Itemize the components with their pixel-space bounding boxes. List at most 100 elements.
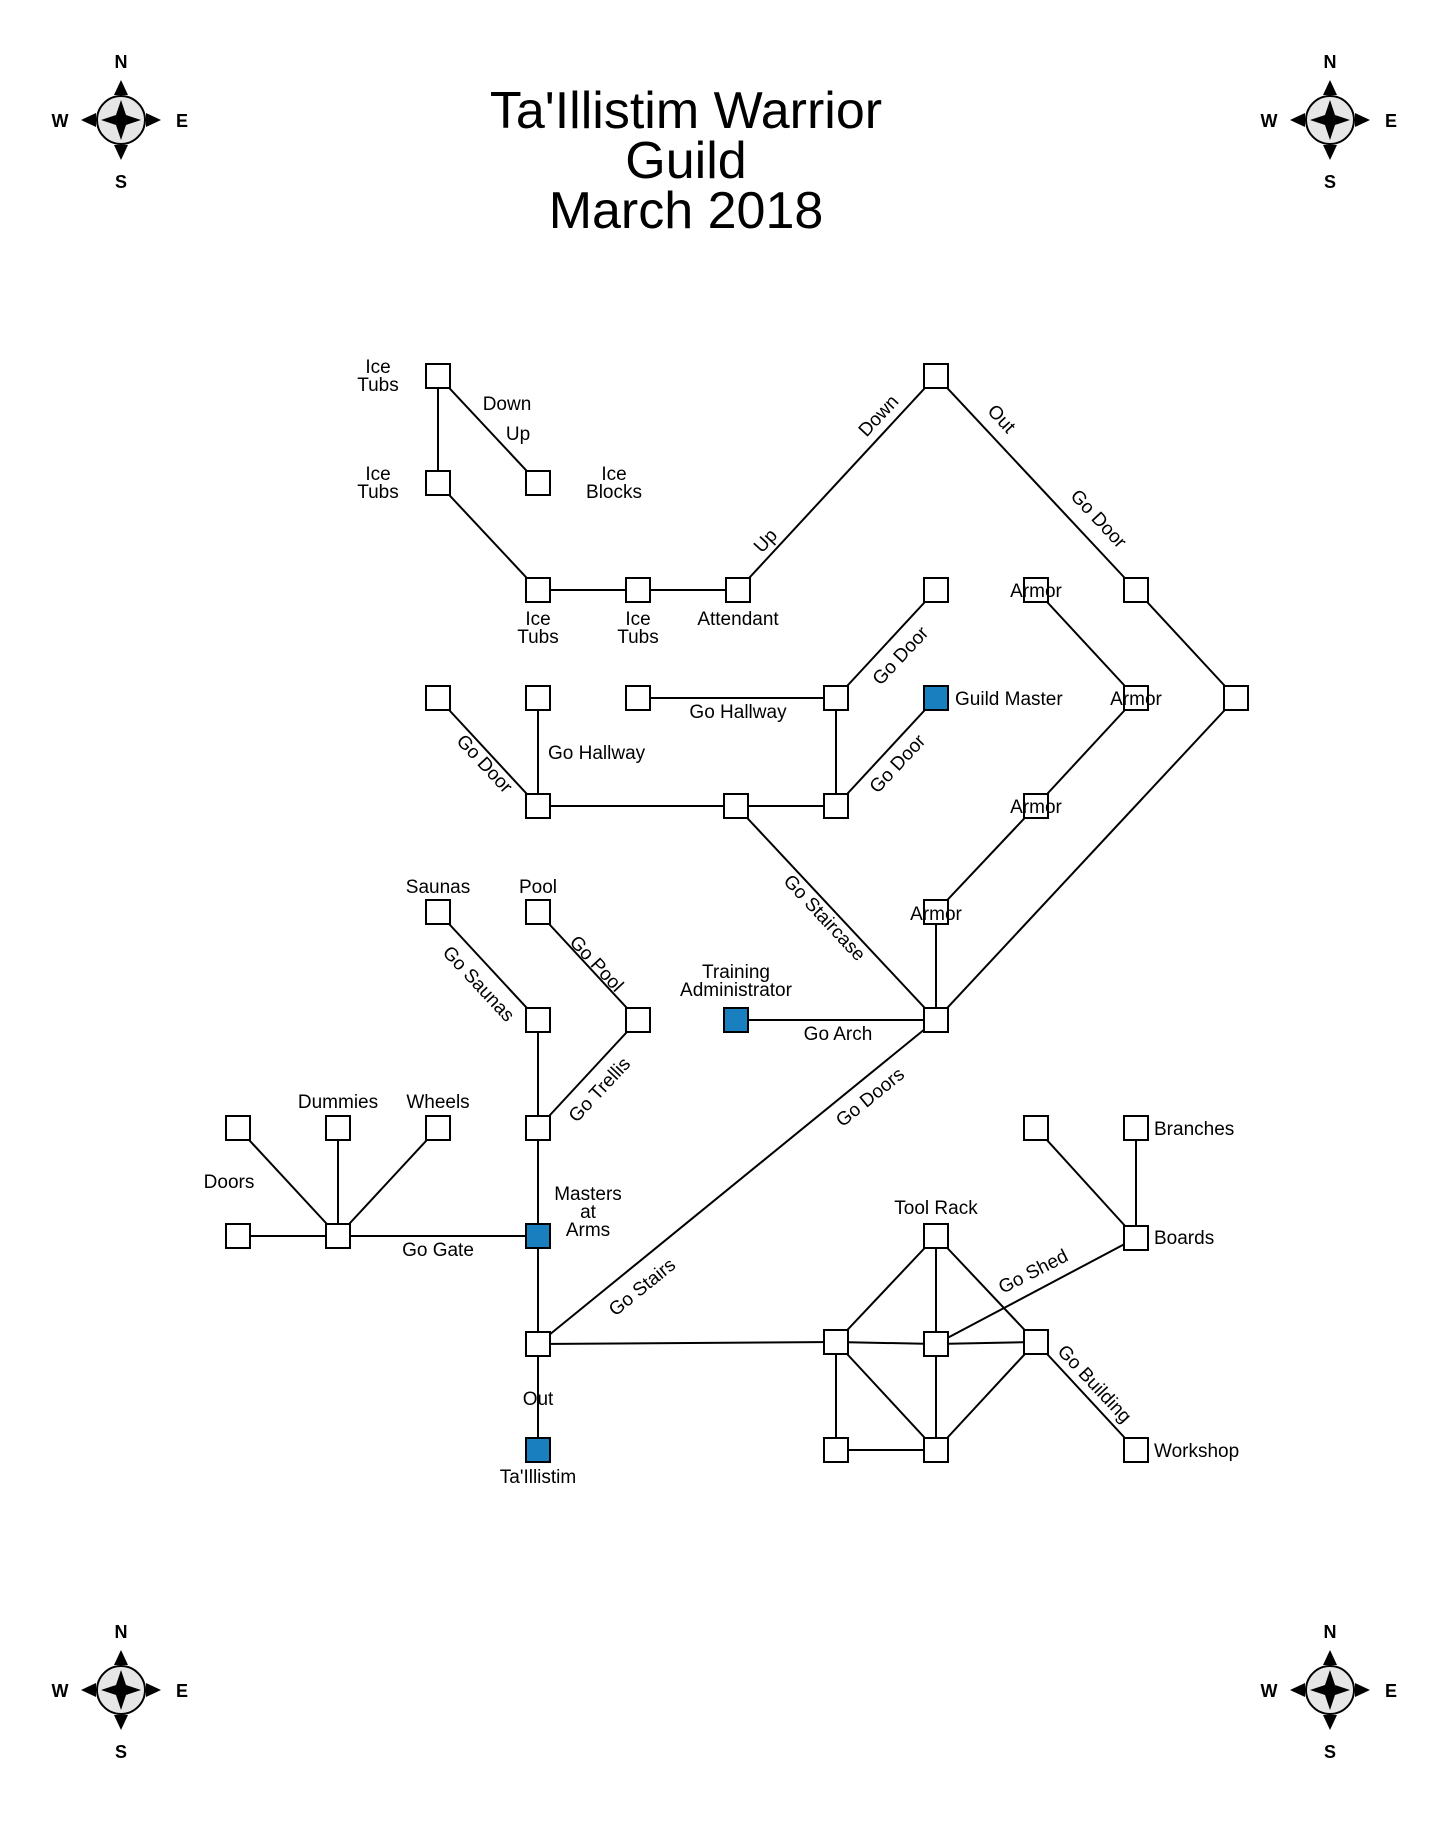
map-room: [425, 470, 451, 496]
exit-label-go-gate: Go Gate: [402, 1240, 474, 1261]
map-room: [923, 1331, 949, 1357]
exit-label-go-shed: Go Shed: [995, 1246, 1071, 1299]
connection: [835, 1341, 937, 1345]
map-room: [625, 1007, 651, 1033]
map-room: [525, 1115, 551, 1141]
compass-bottom-left: N S E W: [52, 1622, 189, 1762]
map-room: [923, 899, 949, 925]
map-room: [525, 899, 551, 925]
map-room: [325, 1223, 351, 1249]
map-room: [625, 685, 651, 711]
room-label-saunas: Saunas: [406, 877, 470, 898]
map-room: [225, 1223, 251, 1249]
connection: [437, 911, 539, 1021]
compass-rose-icon: [80, 79, 162, 161]
map-room: [1023, 793, 1049, 819]
exit-label-up: Up: [750, 525, 782, 557]
room-label-line: Tubs: [357, 375, 399, 396]
compass-e: E: [176, 111, 188, 131]
map-room: [923, 1223, 949, 1249]
map-room: [525, 577, 551, 603]
connection: [935, 805, 1037, 913]
connection: [437, 375, 539, 484]
map-room: [725, 577, 751, 603]
map-title-line-2: Guild: [625, 132, 746, 190]
connection: [437, 697, 539, 807]
room-label-armor: Armor: [1010, 797, 1062, 818]
map-room: [823, 1437, 849, 1463]
room-label-armor: Armor: [1110, 689, 1162, 710]
map-room: [823, 685, 849, 711]
connection: [537, 1019, 639, 1129]
room-label-pool: Pool: [519, 877, 557, 898]
connection: [835, 589, 937, 699]
connection: [537, 1341, 837, 1345]
compass-e: E: [1385, 1681, 1397, 1701]
compass-n: N: [115, 52, 128, 72]
compass-rose-icon: [80, 1649, 162, 1731]
room-label-wheels: Wheels: [406, 1092, 469, 1113]
room-label-armor: Armor: [910, 904, 962, 925]
room-label-workshop: Workshop: [1154, 1441, 1239, 1462]
room-label-boards: Boards: [1154, 1228, 1214, 1249]
connection: [237, 1127, 339, 1237]
exit-labels: Down Up Up Down Out Go Door Go Door Go D…: [402, 391, 1135, 1427]
map-room-special: [525, 1437, 551, 1463]
connection: [835, 1341, 937, 1451]
room-label-line: Administrator: [680, 980, 793, 1001]
map-room-special: [525, 1223, 551, 1249]
room-label-branches: Branches: [1154, 1119, 1234, 1140]
connection: [935, 697, 1237, 1021]
map-title-line-1: Ta'Illistim Warrior: [490, 82, 882, 140]
connection: [1035, 589, 1137, 699]
connection: [1135, 589, 1237, 699]
map-room: [425, 899, 451, 925]
connection: [935, 1341, 1037, 1451]
compass-rose-icon: [1289, 79, 1371, 161]
connection: [437, 482, 539, 591]
room-label-dummies: Dummies: [298, 1092, 378, 1113]
exit-label-out: Out: [523, 1389, 554, 1410]
room-label-taillistim: Ta'Illistim: [500, 1467, 576, 1488]
exit-label-go-staircase: Go Staircase: [779, 871, 869, 966]
compass-w: W: [1261, 1681, 1278, 1701]
room-label-guild-master: Guild Master: [955, 689, 1063, 710]
map-rooms: [225, 363, 1249, 1463]
map-room: [1123, 1115, 1149, 1141]
compass-w: W: [52, 1681, 69, 1701]
compass-top-left: N S E W: [52, 52, 189, 192]
connection: [835, 697, 937, 807]
exit-label-down: Down: [855, 391, 903, 441]
room-label-attendant: Attendant: [697, 609, 779, 630]
compass-top-right: N S E W: [1261, 52, 1398, 192]
compass-w: W: [52, 111, 69, 131]
compass-bottom-right: N S E W: [1261, 1622, 1398, 1762]
compass-w: W: [1261, 111, 1278, 131]
connection: [537, 911, 639, 1021]
compass-n: N: [115, 1622, 128, 1642]
connection: [935, 1237, 1137, 1345]
map-room: [525, 470, 551, 496]
exit-label-go-building: Go Building: [1053, 1341, 1135, 1427]
map-title-line-3: March 2018: [549, 182, 824, 240]
exit-label-go-trellis: Go Trellis: [565, 1054, 635, 1127]
map-room: [625, 577, 651, 603]
map-room: [325, 1115, 351, 1141]
compass-s: S: [115, 172, 127, 192]
connection: [337, 1127, 439, 1237]
map-room: [425, 685, 451, 711]
compass-s: S: [1324, 172, 1336, 192]
map-room: [1123, 685, 1149, 711]
map-connections: [237, 375, 1237, 1451]
room-label-doors: Doors: [204, 1172, 255, 1193]
compass-e: E: [176, 1681, 188, 1701]
room-label-line: Arms: [566, 1220, 610, 1241]
